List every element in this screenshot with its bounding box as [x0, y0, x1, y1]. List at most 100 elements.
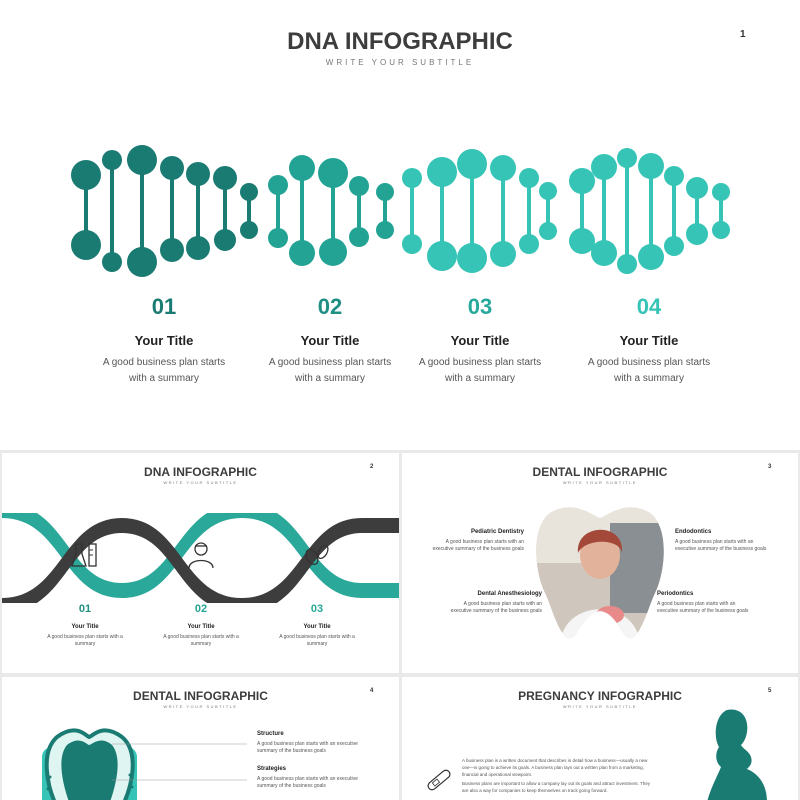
dna-node — [402, 168, 422, 188]
doctor-icon — [188, 542, 214, 569]
dna-node — [71, 160, 101, 190]
dna-node — [569, 228, 595, 254]
item-title-endodontics: Endodontics — [675, 529, 712, 535]
paragraph-1: A business plan is a written document th… — [462, 758, 648, 777]
dna-node — [268, 175, 288, 195]
slide-title: PREGNANCY INFOGRAPHIC — [518, 689, 682, 703]
item-title-strategies: Strategies — [257, 766, 287, 772]
dna-node — [617, 254, 637, 274]
dna-node — [457, 243, 487, 273]
dna-node — [638, 244, 664, 270]
dna-node — [686, 223, 708, 245]
dna-node — [289, 155, 315, 181]
slide-title: DNA INFOGRAPHIC — [144, 465, 257, 479]
slide-subtitle: WRITE YOUR SUBTITLE — [163, 480, 238, 485]
slide-title: DENTAL INFOGRAPHIC — [133, 689, 268, 703]
dna-node — [376, 221, 394, 239]
dna-node — [490, 241, 516, 267]
slide-subtitle: WRITE YOUR SUBTITLE — [163, 704, 238, 709]
step-number-1: 01 — [78, 603, 92, 615]
dna-node — [318, 158, 348, 188]
step-number-1: 01 — [151, 294, 177, 319]
slide-5[interactable]: PREGNANCY INFOGRAPHIC WRITE YOUR SUBTITL… — [402, 677, 798, 800]
step-title-3: Your Title — [303, 624, 331, 630]
pregnant-woman-silhouette — [707, 709, 767, 800]
dna-node — [127, 247, 157, 277]
dna-node — [617, 148, 637, 168]
step-number-3: 03 — [467, 294, 493, 319]
step-desc-2: A good business plan starts with a summa… — [163, 634, 239, 647]
dna-node — [319, 238, 347, 266]
dna-node — [427, 157, 457, 187]
step-desc-1: A good business plan starts with a summa… — [102, 357, 226, 384]
dna-node — [686, 177, 708, 199]
dna-node — [539, 182, 557, 200]
dna-node — [186, 236, 210, 260]
bacteria-icon — [305, 544, 329, 566]
dna-node — [539, 222, 557, 240]
dna-node — [160, 156, 184, 180]
item-title-structure: Structure — [257, 731, 284, 737]
dna-node — [268, 228, 288, 248]
tooth-photo-graphic — [536, 507, 664, 639]
dna-node — [402, 234, 422, 254]
page-number: 5 — [768, 688, 772, 694]
step-title-1: Your Title — [134, 333, 194, 348]
step-title-2: Your Title — [300, 333, 360, 348]
dna-node — [427, 241, 457, 271]
step-title-3: Your Title — [450, 333, 510, 348]
step-title-1: Your Title — [71, 624, 99, 630]
item-title-anesthesiology: Dental Anesthesiology — [477, 591, 542, 597]
step-title-2: Your Title — [187, 624, 215, 630]
slide-title: DNA INFOGRAPHIC — [287, 28, 513, 55]
dna-node — [102, 252, 122, 272]
slide-title: DENTAL INFOGRAPHIC — [532, 465, 668, 479]
pregnancy-test-icon — [427, 769, 451, 791]
slide-subtitle: WRITE YOUR SUBTITLE — [325, 58, 475, 67]
lab-flask-icon — [71, 543, 97, 567]
dna-ribbon-graphic — [2, 513, 399, 603]
item-desc-strategies: A good business plan starts with an exec… — [257, 776, 358, 789]
dna-node — [160, 238, 184, 262]
slide-2[interactable]: DNA INFOGRAPHIC WRITE YOUR SUBTITLE 2 01… — [2, 453, 399, 673]
step-desc-4: A good business plan starts with a summa… — [587, 357, 711, 384]
page-number: 2 — [370, 464, 374, 470]
dna-node — [664, 166, 684, 186]
dna-node — [591, 240, 617, 266]
connector-lines — [112, 743, 247, 781]
item-title-pediatric: Pediatric Dentistry — [470, 529, 524, 535]
slide-3[interactable]: DENTAL INFOGRAPHIC WRITE YOUR SUBTITLE 3… — [402, 453, 798, 673]
page-number: 1 — [740, 29, 746, 40]
step-desc-3: A good business plan starts with a summa… — [418, 357, 542, 384]
dna-node — [349, 227, 369, 247]
step-number-2: 02 — [194, 603, 208, 615]
paragraph-2: Business plans are important to allow a … — [462, 781, 651, 793]
item-desc-periodontics: A good business plan starts with an exec… — [657, 601, 749, 614]
dna-node — [289, 240, 315, 266]
slide-1[interactable]: DNA INFOGRAPHIC WRITE YOUR SUBTITLE 1 01… — [0, 0, 800, 450]
step-desc-2: A good business plan starts with a summa… — [268, 357, 392, 384]
dna-node — [519, 168, 539, 188]
page-number: 4 — [370, 688, 374, 694]
dna-node — [71, 230, 101, 260]
dna-node — [240, 183, 258, 201]
slide-4[interactable]: DENTAL INFOGRAPHIC WRITE YOUR SUBTITLE 4… — [2, 677, 399, 800]
dna-node — [376, 183, 394, 201]
step-number-2: 02 — [317, 294, 343, 319]
dna-node — [591, 154, 617, 180]
dna-node — [102, 150, 122, 170]
page-number: 3 — [768, 464, 772, 470]
dna-node — [712, 221, 730, 239]
dna-node — [664, 236, 684, 256]
dna-node — [638, 153, 664, 179]
step-title-4: Your Title — [619, 333, 679, 348]
dna-node — [127, 145, 157, 175]
dna-node — [490, 155, 516, 181]
dna-node — [457, 149, 487, 179]
step-desc-3: A good business plan starts with a summa… — [279, 634, 355, 647]
dna-helix-graphic — [71, 145, 730, 277]
step-number-3: 03 — [310, 603, 324, 615]
dna-node — [569, 168, 595, 194]
dna-node — [712, 183, 730, 201]
dna-node — [213, 166, 237, 190]
